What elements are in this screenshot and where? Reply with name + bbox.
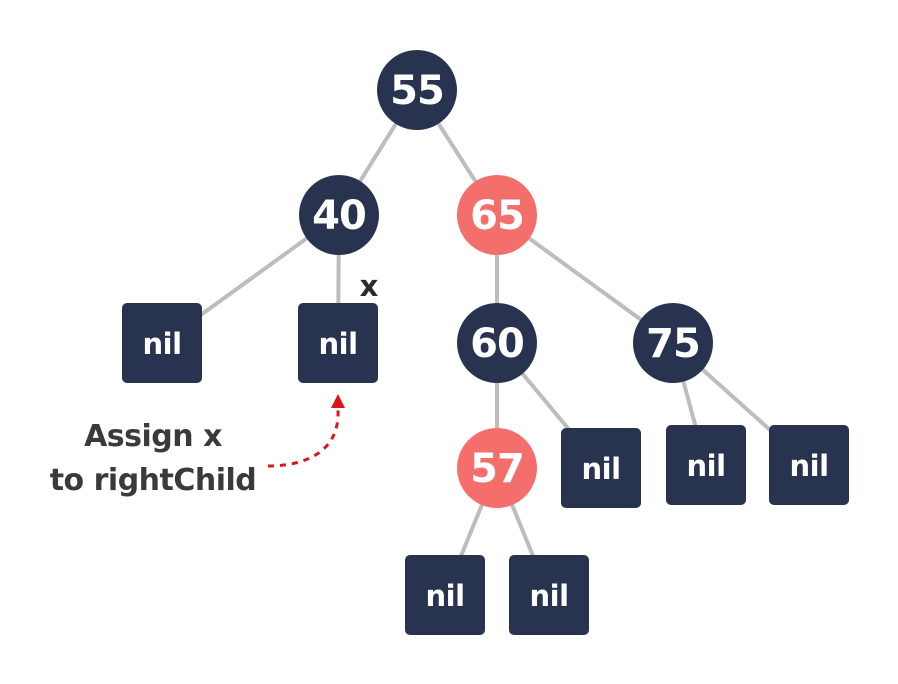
node-value-label: 57: [470, 446, 524, 492]
x-marker-label: x: [360, 269, 379, 303]
nil-label: nil: [529, 579, 568, 613]
nil-leaf-node: nil: [122, 303, 202, 383]
tree-node-65: 65: [457, 175, 537, 255]
tree-node-55: 55: [377, 50, 457, 130]
nil-square: [405, 555, 485, 635]
nil-leaf-node: nil: [509, 555, 589, 635]
assign-annotation: Assign x to rightChild: [50, 394, 345, 498]
node-value-label: 65: [470, 193, 524, 239]
red-node-circle: [457, 428, 537, 508]
nil-label: nil: [789, 449, 828, 483]
nil-label: nil: [425, 579, 464, 613]
nil-label: nil: [686, 449, 725, 483]
nil-leaf-node: nil: [561, 428, 641, 508]
annotation-line-2: to rightChild: [50, 463, 257, 498]
nil-label: nil: [142, 327, 181, 361]
black-node-circle: [299, 175, 379, 255]
nil-square: [122, 303, 202, 383]
nil-square: [509, 555, 589, 635]
tree-node-75: 75: [633, 303, 713, 383]
node-value-label: 40: [312, 193, 366, 239]
black-node-circle: [377, 50, 457, 130]
nil-leaf-node: nil: [405, 555, 485, 635]
nil-square: [561, 428, 641, 508]
red-node-circle: [457, 175, 537, 255]
arrow-head-icon: [331, 394, 345, 408]
annotation-line-1: Assign x: [84, 419, 222, 454]
tree-node-57: 57: [457, 428, 537, 508]
nil-square: [769, 425, 849, 505]
nil-square: [298, 303, 378, 383]
black-node-circle: [457, 303, 537, 383]
dashed-arrow-line: [267, 409, 340, 468]
node-value-label: 75: [646, 321, 700, 367]
nil-label: nil: [318, 327, 357, 361]
tree-node-40: 40: [299, 175, 379, 255]
nil-label: nil: [581, 452, 620, 486]
nil-leaf-node: nil: [666, 425, 746, 505]
black-node-circle: [633, 303, 713, 383]
node-value-label: 60: [470, 321, 524, 367]
node-value-label: 55: [390, 68, 444, 114]
tree-node-60: 60: [457, 303, 537, 383]
nil-leaf-node: nil: [769, 425, 849, 505]
nil-leaf-node: nil: [298, 303, 378, 383]
tree-nodes: 55 40 65 nil nil 60 75 57 nil nil nil nil nil: [122, 50, 849, 635]
nil-square: [666, 425, 746, 505]
